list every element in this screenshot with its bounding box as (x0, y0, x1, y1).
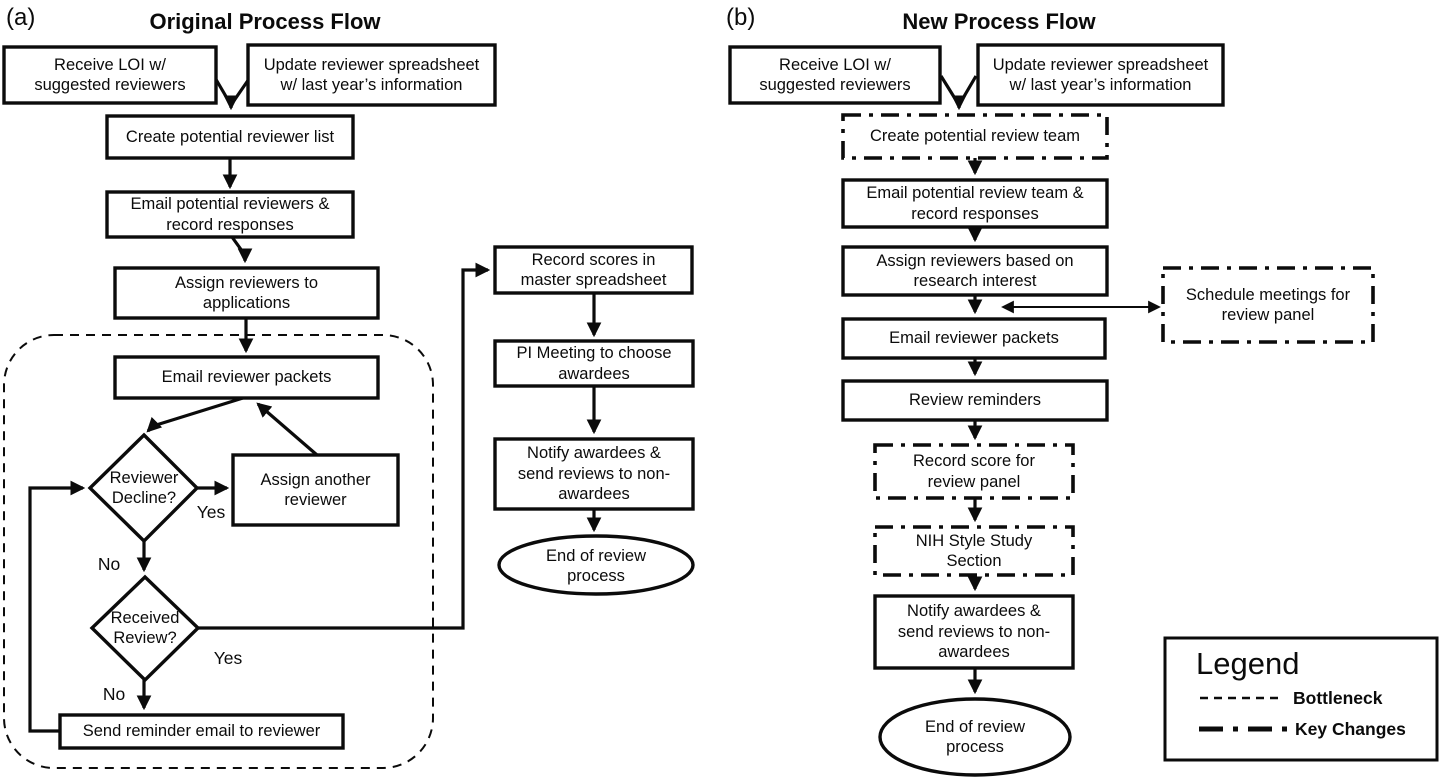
node-label-end-process-a: End of review process (546, 546, 646, 585)
diamond-received-review (89, 574, 201, 683)
node-label-receive-loi-b: Receive LOI w/ suggested reviewers (759, 55, 911, 94)
box-record-scores (493, 245, 694, 295)
arrow-received-yes (198, 262, 491, 630)
box-assign-interest-b (841, 245, 1109, 297)
box-create-list-a (105, 114, 355, 160)
edge-label-yes-received: Yes (213, 647, 243, 668)
node-label-notify-awardees-b: Notify awardees & send reviews to non- a… (897, 602, 1051, 662)
box-email-packets-a (113, 355, 380, 400)
arrow-email-to-assign-a (230, 236, 253, 264)
bottleneck-dashed-region (3, 334, 434, 769)
box-nih-section-keychange (873, 525, 1075, 577)
node-label-pi-meeting: PI Meeting to choose awardees (516, 344, 672, 383)
diamond-reviewer-decline (87, 432, 200, 544)
legend-item-key-changes: Key Changes (1295, 719, 1406, 739)
node-label-update-spreadsheet-b: Update reviewer spreadsheet w/ last year… (992, 55, 1209, 94)
box-notify-awardees-b (873, 594, 1075, 670)
node-label-notify-awardees-a: Notify awardees & send reviews to non- a… (517, 444, 671, 504)
node-label-receive-loi-a: Receive LOI w/ suggested reviewers (34, 55, 186, 94)
node-label-assign-interest: Assign reviewers based on research inter… (876, 251, 1074, 290)
edge-label-no-received: No (102, 683, 126, 704)
box-assign-reviewers-a (113, 266, 380, 320)
node-label-email-team: Email potential review team & record res… (866, 184, 1084, 223)
edge-label-yes-decline: Yes (196, 501, 226, 522)
panel-a-title: Original Process Flow (149, 9, 381, 34)
node-label-nih-section: NIH Style Study Section (915, 531, 1033, 570)
legend-title: Legend (1196, 646, 1300, 681)
box-receive-loi-b (728, 45, 942, 105)
ellipse-end-process-a (497, 534, 695, 596)
box-pi-meeting (493, 339, 695, 388)
node-label-email-packets-a: Email reviewer packets (161, 368, 332, 387)
node-label-create-team: Create potential review team (869, 127, 1081, 146)
edge-label-no-decline: No (97, 553, 121, 574)
arrow-another-to-packets (256, 402, 319, 457)
box-receive-loi-a (2, 45, 218, 105)
node-label-record-scores: Record scores in master spreadsheet (520, 250, 667, 289)
legend-box (1163, 636, 1439, 762)
arrow-packets-to-decline (146, 396, 244, 433)
node-label-email-potential-a: Email potential reviewers & record respo… (130, 195, 330, 234)
node-label-end-process-b: End of review process (925, 717, 1025, 756)
node-label-send-reminder: Send reminder email to reviewer (82, 722, 321, 741)
box-review-reminders (841, 379, 1109, 422)
panel-a-tag: (a) (6, 4, 36, 31)
node-label-schedule-meetings: Schedule meetings for review panel (1185, 285, 1351, 324)
node-label-record-score: Record score for review panel (913, 452, 1035, 491)
panel-b-title: New Process Flow (902, 9, 1096, 34)
node-label-review-reminders: Review reminders (908, 391, 1042, 410)
box-update-spreadsheet-b (976, 43, 1225, 107)
box-email-potential-a (105, 190, 355, 239)
node-label-assign-reviewers-a: Assign reviewers to applications (174, 273, 319, 312)
node-label-email-packets-b: Email reviewer packets (889, 329, 1059, 348)
box-assign-another (231, 453, 400, 527)
legend-item-bottleneck: Bottleneck (1293, 688, 1383, 708)
box-notify-awardees-a (493, 437, 695, 511)
node-label-reviewer-decline: Reviewer Decline? (109, 468, 179, 507)
arrow-reminder-loop (28, 480, 86, 733)
box-send-reminder (58, 713, 345, 750)
node-label-create-list-a: Create potential reviewer list (125, 127, 335, 146)
ellipse-end-process-b (878, 697, 1072, 777)
node-label-received-review: Received Review? (110, 608, 180, 647)
panel-b-tag: (b) (726, 4, 756, 31)
node-label-update-spreadsheet-a: Update reviewer spreadsheet w/ last year… (263, 55, 480, 94)
box-email-packets-b (841, 317, 1107, 360)
box-create-team-keychange (841, 113, 1109, 160)
box-record-score-keychange (873, 443, 1075, 500)
box-update-spreadsheet-a (246, 43, 497, 107)
box-schedule-meetings-keychange (1161, 266, 1375, 344)
box-email-team-b (841, 178, 1109, 229)
node-label-assign-another: Assign another reviewer (260, 470, 371, 509)
